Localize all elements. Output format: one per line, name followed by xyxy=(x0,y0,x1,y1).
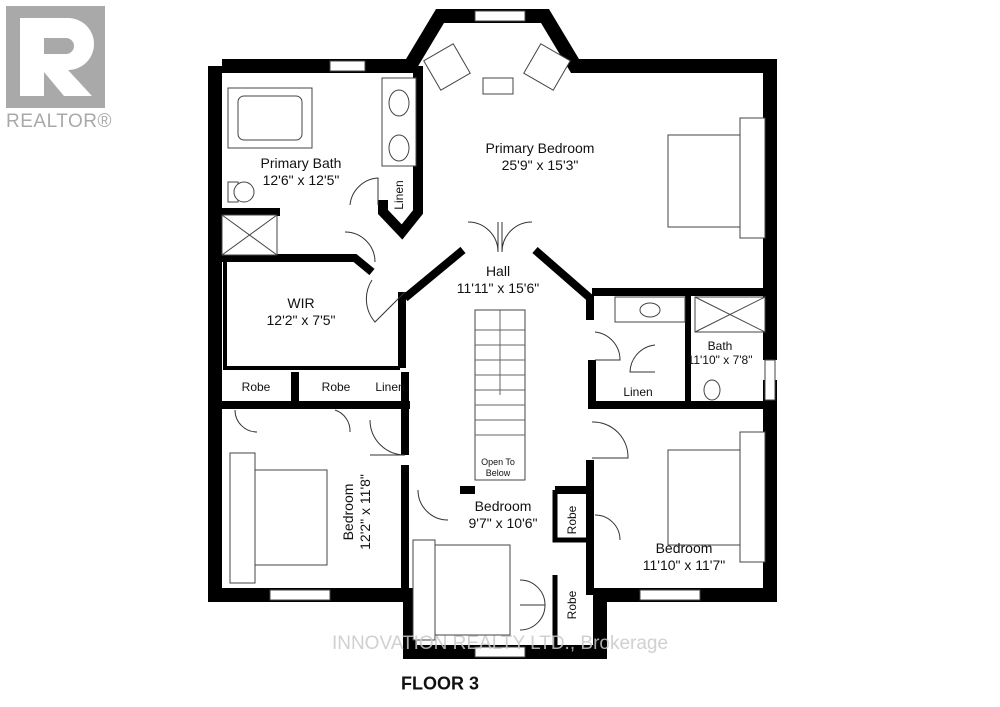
room-size: 11'10" x 11'7" xyxy=(642,557,726,573)
room-name: WIR xyxy=(287,295,315,311)
room-size: 12'2" x 7'5" xyxy=(266,312,336,328)
room-label-robe: Robe xyxy=(321,380,351,394)
room-size: 11'11" x 15'6" xyxy=(456,280,540,296)
room-label-robe: Robe xyxy=(565,590,579,620)
room-label-wir: WIR 12'2" x 7'5" xyxy=(267,295,336,329)
room-name: Bedroom xyxy=(655,540,713,556)
room-name: Bedroom xyxy=(474,498,532,514)
room-label-linen: Linen xyxy=(375,380,405,394)
realtor-r-icon xyxy=(6,6,105,108)
room-label-robe: Robe xyxy=(565,505,579,535)
room-size: 11'10" x 7'8" xyxy=(687,353,753,367)
room-name: Hall xyxy=(485,263,511,279)
room-label-bath: Bath 11'10" x 7'8" xyxy=(688,339,753,367)
room-name: Bath xyxy=(707,339,733,353)
room-name: Bedroom xyxy=(340,483,356,541)
room-label-linen: Linen xyxy=(392,180,406,210)
room-label-bedroom-right: Bedroom 11'10" x 11'7" xyxy=(643,540,726,574)
realtor-text: REALTOR® xyxy=(6,111,112,132)
brokerage-watermark: INNOVATION REALTY LTD., Brokerage xyxy=(331,633,669,654)
room-name: Primary Bath xyxy=(260,155,342,171)
room-size: 9'7" x 10'6" xyxy=(468,515,538,531)
realtor-logo: REALTOR® xyxy=(6,6,112,133)
room-label-bedroom-left: Bedroom 12'2" x 11'8" xyxy=(340,474,374,550)
room-label-bedroom-mid: Bedroom 9'7" x 10'6" xyxy=(469,498,538,532)
room-size: 25'9" x 15'3" xyxy=(501,157,579,173)
room-size: 12'6" x 12'5" xyxy=(262,172,340,188)
open-to-below-label: Open To Below xyxy=(481,457,515,478)
room-label-primary-bath: Primary Bath 12'6" x 12'5" xyxy=(261,155,342,189)
room-label-primary-bedroom: Primary Bedroom 25'9" x 15'3" xyxy=(486,140,595,174)
room-label-linen: Linen xyxy=(623,385,653,399)
floor-label: FLOOR 3 xyxy=(400,673,480,694)
room-label-robe: Robe xyxy=(241,380,271,394)
room-name: Primary Bedroom xyxy=(485,140,595,156)
room-size: 12'2" x 11'8" xyxy=(357,474,373,550)
room-label-hall: Hall 11'11" x 15'6" xyxy=(457,263,540,297)
